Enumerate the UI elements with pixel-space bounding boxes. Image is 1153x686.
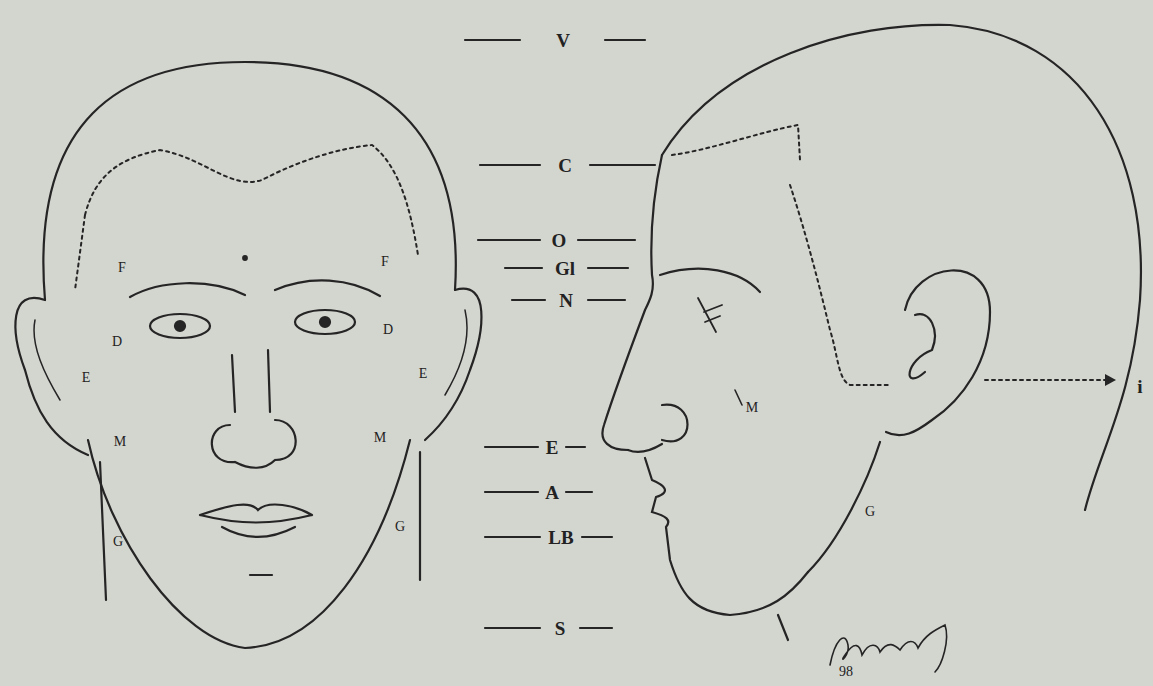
profile-face — [602, 155, 662, 450]
profile-jaw — [808, 442, 880, 572]
front-jaw — [88, 440, 410, 648]
landmark-letter: E — [82, 371, 91, 385]
neck-line — [100, 452, 420, 600]
landmark-letter: G — [395, 520, 405, 534]
front-nose — [212, 350, 296, 468]
landmark-letter: i — [1137, 377, 1142, 396]
scale-dash — [465, 40, 655, 628]
pointer-arrow — [1105, 374, 1116, 386]
measure-point: LB — [548, 528, 573, 547]
measure-point: Gl — [555, 259, 575, 278]
profile-lips — [645, 458, 808, 615]
pupil — [175, 321, 185, 331]
profile-eye — [698, 298, 722, 332]
landmark-letter: D — [383, 323, 393, 337]
profile-ear — [886, 270, 990, 435]
landmark-letter: G — [865, 505, 875, 519]
front-head — [43, 62, 455, 300]
landmark-letter: G — [113, 535, 123, 549]
landmark-letter: M — [374, 431, 386, 445]
cheek-mark — [735, 390, 742, 405]
profile-hairline — [672, 125, 1105, 385]
hairline — [75, 145, 418, 290]
profile-nose — [628, 405, 688, 452]
landmark-letter: E — [419, 367, 428, 381]
landmark-letter: D — [112, 335, 122, 349]
chin-mark — [250, 574, 272, 576]
mouth — [200, 505, 312, 537]
measure-point: E — [546, 438, 559, 457]
profile-neck — [778, 615, 788, 640]
measure-point: S — [555, 619, 566, 638]
point-mark — [243, 256, 247, 260]
pupil — [320, 317, 330, 327]
landmark-letter: F — [381, 255, 389, 269]
measure-point: O — [552, 231, 567, 250]
measure-point: V — [556, 31, 570, 50]
eyebrows — [130, 280, 380, 297]
profile-eyebrow — [660, 269, 760, 292]
front-ear-inner — [34, 310, 467, 400]
landmark-letter: 98 — [839, 665, 853, 679]
landmark-letter: M — [746, 401, 758, 415]
measure-point: A — [545, 483, 559, 502]
measure-point: C — [558, 156, 572, 175]
eye — [150, 314, 210, 338]
front-ear-left — [15, 298, 88, 455]
profile-skull — [662, 25, 1141, 510]
measure-point: N — [559, 291, 573, 310]
landmark-letter: F — [118, 261, 126, 275]
landmark-letter: M — [114, 435, 126, 449]
front-ear-right — [425, 289, 481, 440]
eye — [295, 310, 355, 334]
